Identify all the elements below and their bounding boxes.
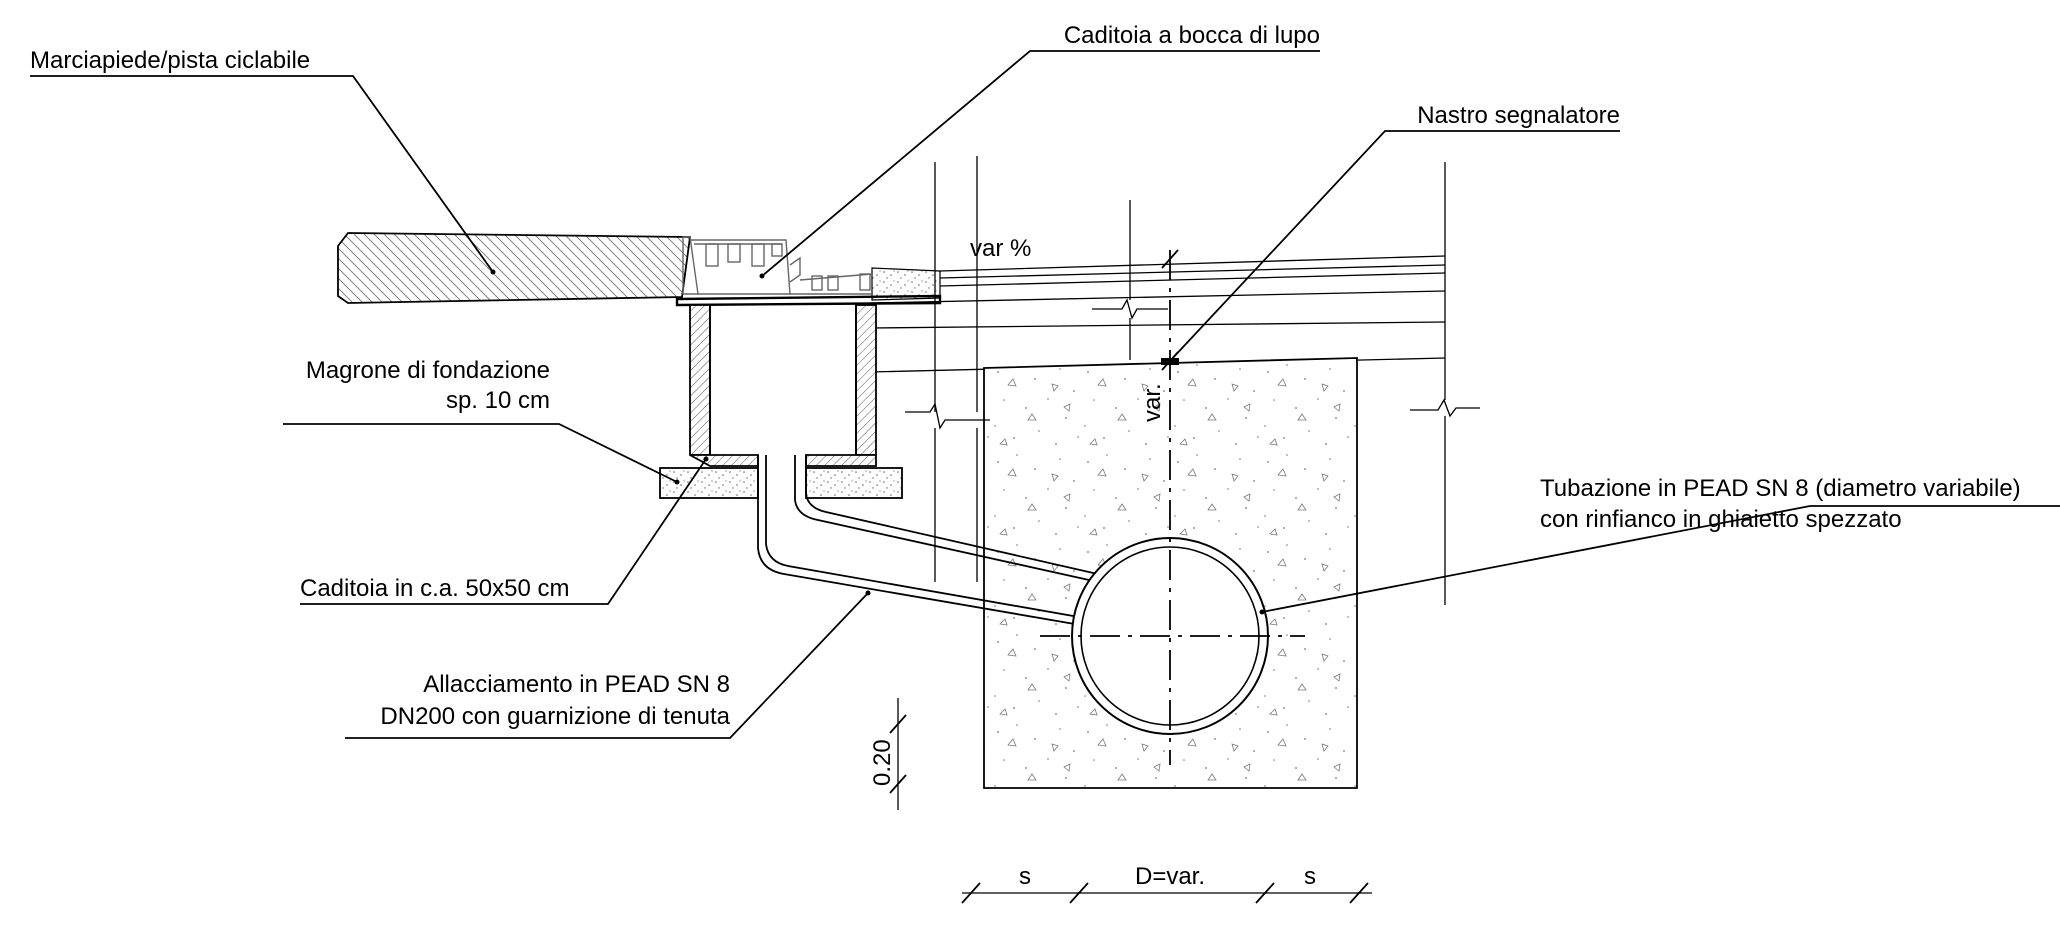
- label-allacciamento-line1: Allacciamento in PEAD SN 8: [423, 671, 730, 698]
- main-pipe: [1040, 250, 1305, 765]
- label-tubazione-line1: Tubazione in PEAD SN 8 (diametro variabi…: [1540, 475, 2021, 502]
- dim-side-left: s: [1019, 863, 1031, 890]
- grate-inlet: [675, 236, 942, 307]
- construction-lines: [905, 156, 1480, 605]
- dim-slope: var %: [970, 235, 1031, 262]
- dimension-ticks: [889, 249, 1372, 904]
- lean-concrete-base: [659, 467, 903, 499]
- connection-pipe: [757, 455, 1103, 628]
- label-magrone-line1: Magrone di fondazione: [306, 357, 550, 384]
- road-layers: [869, 255, 1446, 373]
- dim-diameter: D=var.: [1135, 863, 1205, 890]
- dim-side-right: s: [1304, 863, 1316, 890]
- label-tubazione-line2: con rinfianco in ghiaietto spezzato: [1540, 506, 1902, 533]
- label-marciapiede: Marciapiede/pista ciclabile: [30, 47, 310, 74]
- leader-lines: [30, 50, 2060, 739]
- catch-basin: [689, 304, 877, 467]
- label-magrone-line2: sp. 10 cm: [446, 387, 550, 414]
- sidewalk-block: [337, 232, 692, 304]
- label-nastro-segnalatore: Nastro segnalatore: [1417, 102, 1620, 129]
- label-allacciamento-line2: DN200 con guarnizione di tenuta: [380, 703, 730, 730]
- label-caditoia-ca: Caditoia in c.a. 50x50 cm: [300, 575, 569, 602]
- label-caditoia-bocca-di-lupo: Caditoia a bocca di lupo: [1064, 22, 1320, 49]
- dim-bedding: 0.20: [869, 739, 896, 786]
- dim-depth: var.: [1139, 383, 1166, 422]
